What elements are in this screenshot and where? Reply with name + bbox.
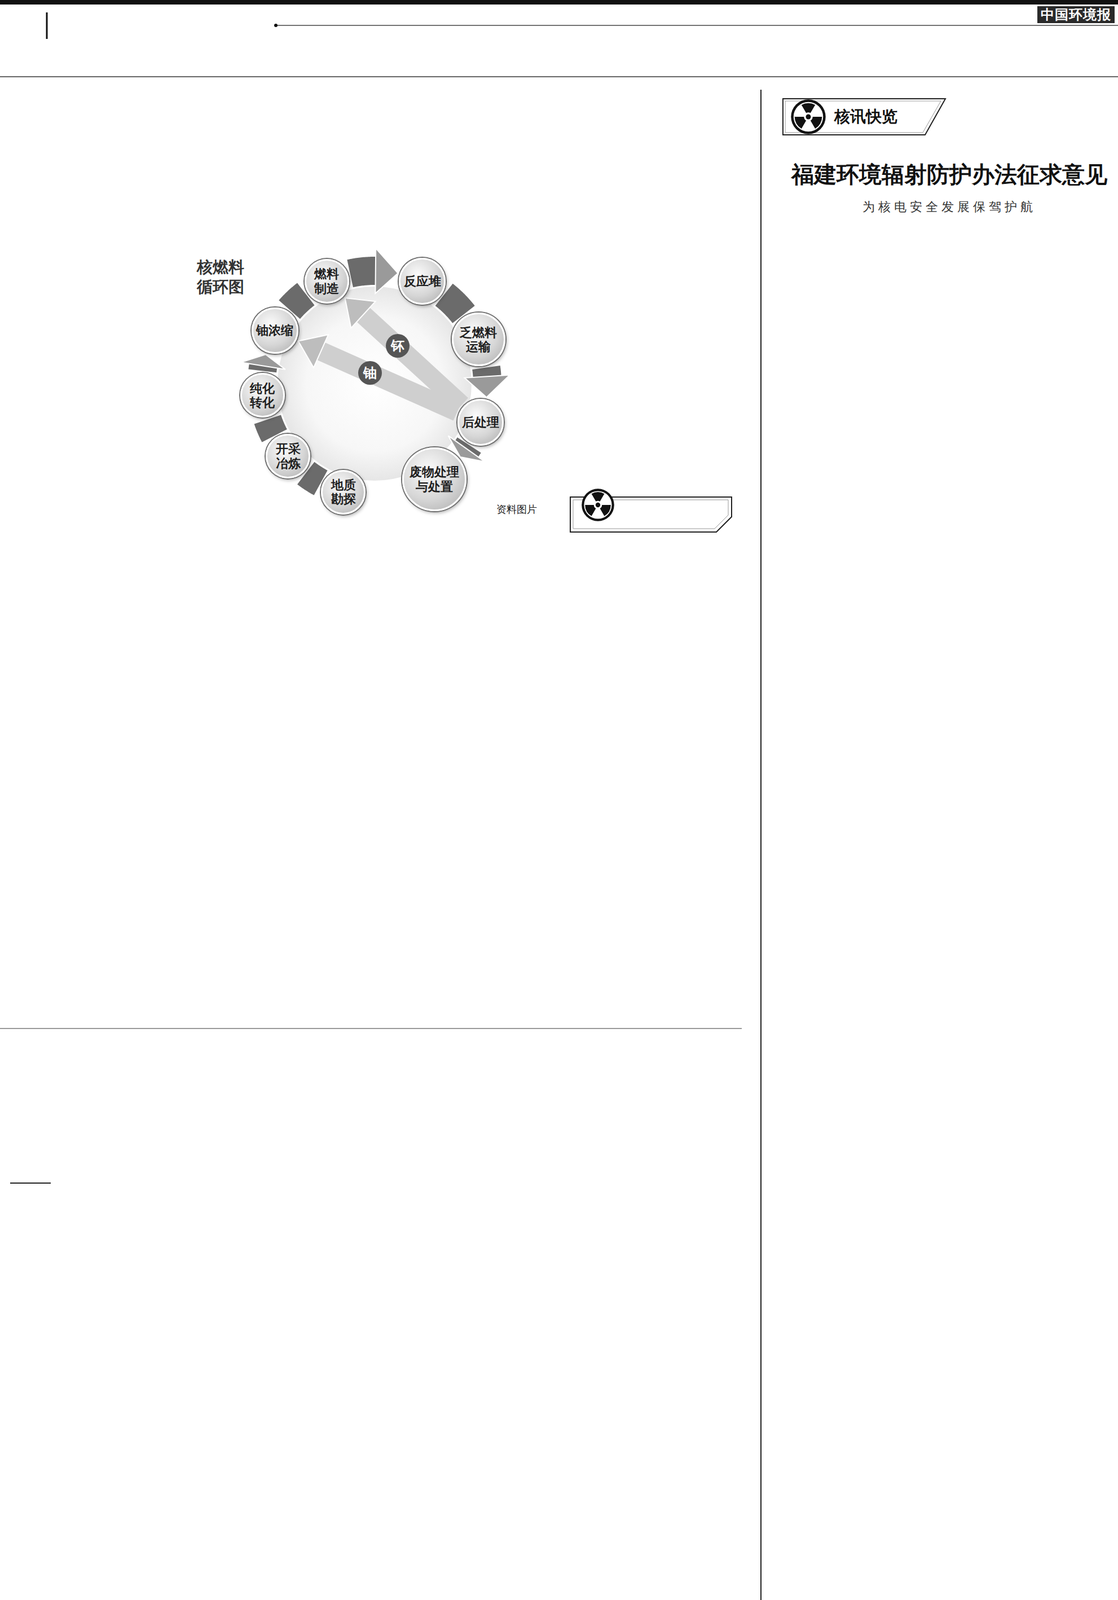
process-circle: 后处理 — [457, 398, 505, 446]
section-rule — [0, 1027, 742, 1029]
arrow-band — [262, 366, 263, 372]
cycle-arrow — [464, 367, 510, 398]
header-rule — [275, 24, 1118, 26]
process-circle: 乏燃料 运输 — [451, 312, 506, 367]
article-headline: 福建环境辐射防护办法征求意见 — [783, 159, 1116, 191]
column-rule — [760, 89, 762, 1600]
arrow-band — [363, 314, 462, 406]
header-dot — [274, 23, 278, 28]
photo-credit: 资料图片 — [496, 502, 538, 517]
process-circle: 废物处理 与处置 — [402, 447, 467, 512]
arrow-head — [375, 248, 398, 294]
cycle-arrow — [267, 419, 275, 436]
node-label: 纯化 转化 — [249, 381, 275, 411]
arrow-band — [289, 293, 306, 310]
arrow-band — [486, 367, 488, 377]
recycle-arrow — [345, 297, 462, 406]
diagram-title: 核燃料 循环图 — [196, 257, 245, 297]
radiation-symbol — [581, 488, 615, 522]
node-label: 后处理 — [461, 415, 500, 430]
cycle-arrow — [443, 294, 464, 315]
edge-label: 铀 — [358, 361, 382, 385]
arrow-head — [298, 334, 329, 368]
edge-label: 钚 — [385, 333, 410, 358]
badge-outline — [782, 98, 946, 135]
cycle-arrow — [350, 248, 399, 294]
radiation-symbol — [790, 99, 826, 134]
header-rule — [46, 12, 48, 39]
arrow-band — [267, 419, 275, 436]
arrow-band — [466, 445, 469, 450]
arrow-band — [443, 294, 464, 315]
arrow-head — [464, 375, 510, 398]
arrow-head — [240, 354, 286, 370]
node-label: 铀浓缩 — [256, 323, 294, 338]
cycle-arrow — [305, 473, 321, 483]
node-label: 乏燃料 运输 — [459, 325, 497, 355]
newspaper-logo: 中国环境报 — [1037, 6, 1115, 24]
process-circle: 反应堆 — [398, 257, 446, 305]
top-bar — [0, 0, 1118, 5]
arrow-head — [345, 297, 376, 328]
process-circle: 燃料 制造 — [304, 258, 350, 304]
node-label: 燃料 制造 — [314, 266, 340, 296]
process-circle: 纯化 转化 — [240, 372, 285, 418]
section-badge: 核讯快览 — [782, 98, 946, 136]
process-circle: 铀浓缩 — [251, 307, 299, 355]
header-rule — [0, 76, 1118, 78]
node-label: 开采 冶炼 — [275, 441, 301, 471]
process-circle: 开采 冶炼 — [265, 433, 311, 479]
node-label: 核讯快览 — [782, 106, 898, 128]
arrow-band — [350, 270, 376, 274]
node-label: 地质 勘探 — [331, 477, 356, 507]
short-rule — [10, 1182, 51, 1184]
cycle-arrow — [240, 354, 286, 371]
node-label: 反应堆 — [403, 274, 442, 289]
node-label: 废物处理 与处置 — [409, 464, 460, 494]
cycle-arrow — [289, 293, 306, 310]
arrow-band — [305, 473, 321, 483]
article-subheadline: 为核电安全发展保驾护航 — [783, 198, 1116, 216]
process-circle: 地质 勘探 — [320, 469, 366, 515]
